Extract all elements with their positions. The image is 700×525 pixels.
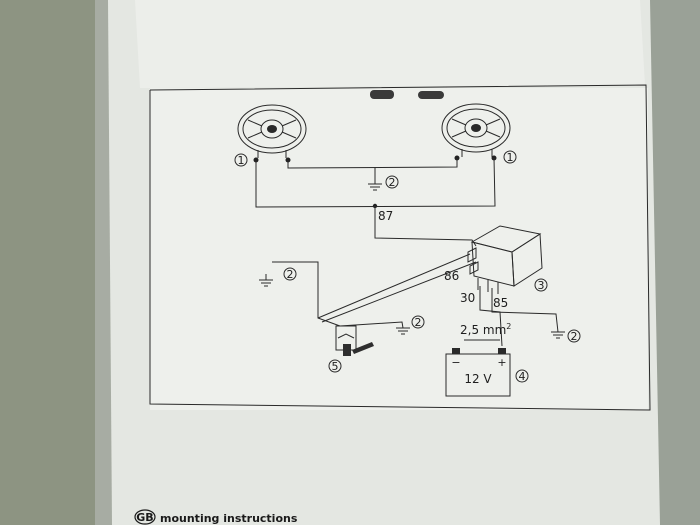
- marker-circle-battery: [515, 369, 529, 383]
- terminal-86-label: 86: [444, 269, 459, 283]
- punch-hole-left: [370, 90, 394, 99]
- terminal-30-label: 30: [460, 291, 475, 305]
- diagram-frame: [149, 84, 651, 411]
- language-badge-outline: [134, 509, 156, 525]
- battery-voltage-label: 12 V: [464, 372, 492, 386]
- stone-surface-left: [0, 0, 110, 525]
- battery-minus-sign: −: [451, 356, 460, 369]
- marker-circle-ground-relay: [567, 329, 581, 343]
- ground-icon-top: [368, 183, 382, 191]
- terminal-85-label: 85: [493, 296, 508, 310]
- punch-hole-right: [418, 91, 444, 99]
- paper-top-area: [135, 0, 645, 88]
- marker-ground-switch-left: 2: [287, 268, 294, 281]
- footer-heading: mounting instructions: [160, 512, 298, 525]
- toggle-switch-icon: [335, 325, 374, 356]
- relay-icon: [467, 225, 543, 294]
- marker-circle-ground-switch-right: [411, 315, 425, 329]
- marker-ground-switch-right: 2: [415, 316, 422, 329]
- cable-size-exponent: 2: [506, 322, 511, 331]
- marker-speaker-left: 1: [238, 154, 245, 167]
- marker-circle-switch: [328, 359, 342, 373]
- ground-icon-switch-left: [259, 274, 273, 287]
- battery-icon: [445, 348, 511, 397]
- marker-circle-relay: [534, 278, 548, 292]
- cable-size-value: 2,5 mm: [460, 323, 506, 337]
- marker-battery: 4: [519, 370, 526, 383]
- marker-circle-speaker-left: [234, 153, 248, 167]
- marker-ground-relay: 2: [571, 330, 578, 343]
- ground-icon-switch-right: [396, 327, 410, 335]
- terminal-87-label: 87: [378, 209, 393, 223]
- marker-circle-ground-top: [385, 175, 399, 189]
- marker-ground-top: 2: [389, 176, 396, 189]
- marker-speaker-right: 1: [507, 151, 514, 164]
- marker-circle-ground-switch-left: [283, 267, 297, 281]
- speaker-left-icon: [237, 104, 307, 158]
- diagram-panel: [150, 88, 648, 410]
- marker-switch: 5: [332, 360, 339, 373]
- language-badge: GB: [136, 511, 153, 524]
- cable-size-label: 2,5 mm2: [460, 322, 511, 337]
- battery-plus-sign: +: [497, 356, 506, 369]
- marker-circle-speaker-right: [503, 150, 517, 164]
- ground-icon-relay: [551, 331, 565, 339]
- speaker-right-icon: [441, 103, 511, 157]
- marker-relay: 3: [538, 279, 545, 292]
